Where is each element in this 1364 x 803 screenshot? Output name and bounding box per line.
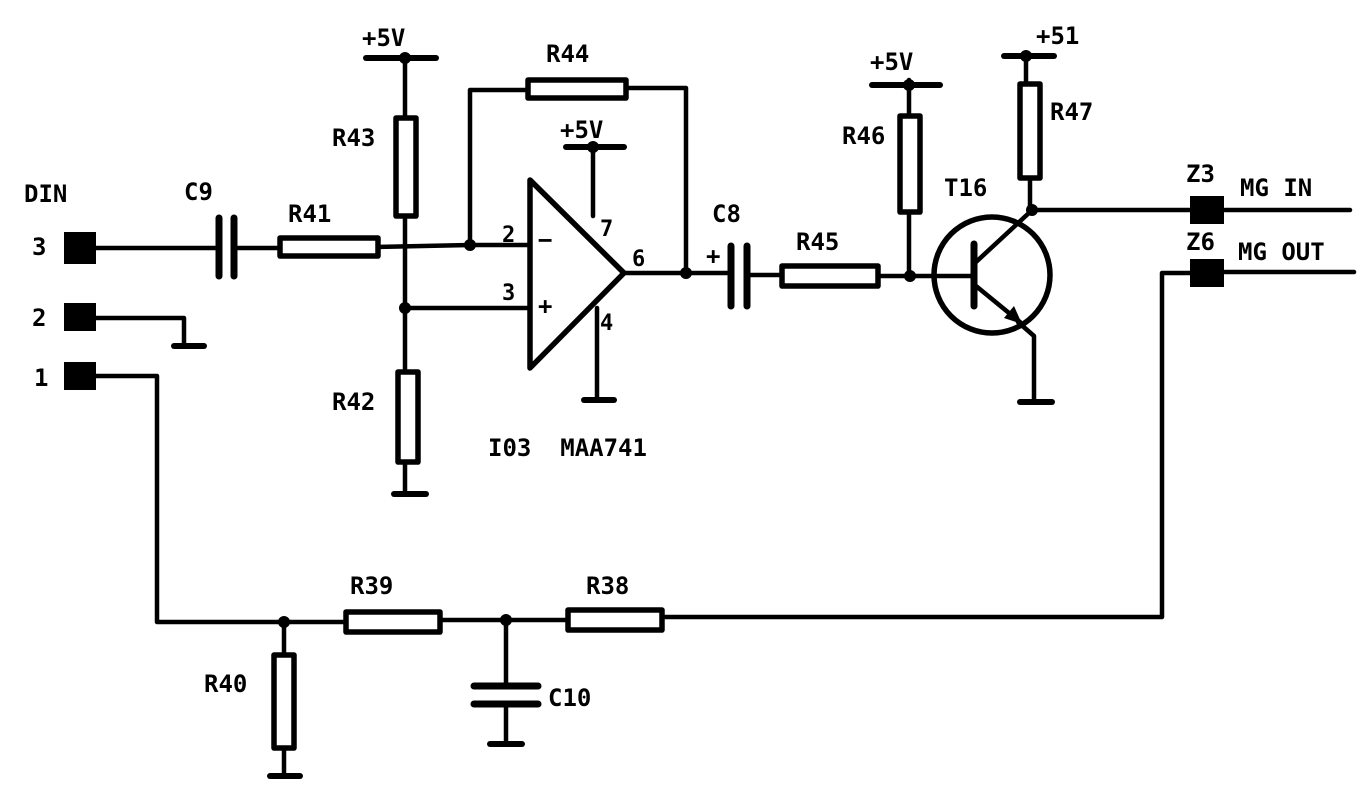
- resistor-bodies: [271, 77, 1043, 751]
- opamp-triangle: [527, 177, 627, 371]
- resistor-r39-body: [343, 609, 443, 635]
- opamp-plus-sign: +: [538, 292, 552, 320]
- junction-dot: [464, 239, 476, 251]
- mg-in-label: MG IN: [1240, 174, 1312, 202]
- opamp-pin-2: 2: [502, 223, 515, 248]
- din-pin-1-label: 1: [34, 364, 48, 392]
- resistor-r40-label: R40: [204, 670, 247, 698]
- resistor-r45-body: [779, 263, 881, 289]
- junction-dot: [500, 614, 512, 626]
- resistor-r41-label: R41: [288, 200, 331, 228]
- junctions: [278, 50, 1038, 628]
- transistor-envelope: [931, 214, 1053, 336]
- capacitor-c8-label: C8: [712, 200, 741, 228]
- supply-label-r46: +5V: [870, 48, 913, 76]
- junction-dot: [399, 302, 411, 314]
- capacitor-plates: [215, 214, 751, 708]
- transistor-t16: [931, 209, 1053, 336]
- resistor-r42-body: [395, 369, 421, 465]
- din-pin-3-pad: [64, 232, 96, 264]
- supply-rails: [363, 53, 1057, 150]
- din-pin-2-pad: [64, 303, 96, 331]
- din-pin-1-pad: [64, 362, 96, 390]
- transistor-label: T16: [944, 174, 987, 202]
- resistor-r40-body: [271, 652, 297, 751]
- junction-dot: [278, 616, 290, 628]
- opamp-pin-6: 6: [632, 247, 645, 272]
- z6-pad: [1190, 259, 1224, 287]
- supply-label-opamp: +5V: [560, 116, 603, 144]
- din-pin-2-label: 2: [32, 304, 46, 332]
- resistor-r42-label: R42: [332, 388, 375, 416]
- din-pin-3-label: 3: [32, 233, 46, 261]
- capacitor-c9-label: C9: [184, 178, 213, 206]
- ground-symbols: [171, 343, 1055, 779]
- z3-label: Z3: [1186, 160, 1215, 188]
- z6-label: Z6: [1186, 228, 1215, 256]
- opamp-pin-7: 7: [600, 217, 613, 242]
- opamp-part-label: I03 MAA741: [488, 434, 647, 462]
- capacitor-c10-label: C10: [548, 684, 591, 712]
- transistor-emitter-arrow: [1004, 306, 1022, 324]
- z3-pad: [1190, 196, 1224, 224]
- opamp-minus-sign: −: [538, 226, 552, 254]
- resistor-r43-body: [393, 115, 419, 219]
- resistor-r38-body: [565, 607, 665, 633]
- capacitor-c8-polarity: +: [706, 242, 720, 270]
- wires: [91, 53, 1357, 779]
- opamp-pin-3: 3: [502, 281, 515, 306]
- resistor-r43-label: R43: [332, 124, 375, 152]
- resistor-r41-body: [277, 235, 381, 259]
- transistor-collector-lead: [973, 209, 1033, 265]
- resistor-r46-body: [897, 113, 923, 215]
- din-connector-label: DIN: [24, 180, 67, 208]
- mg-out-label: MG OUT: [1238, 238, 1325, 266]
- resistor-r39-label: R39: [350, 572, 393, 600]
- connector-pads: [64, 196, 1224, 390]
- resistor-r44-label: R44: [546, 40, 589, 68]
- junction-dot: [904, 270, 916, 282]
- resistor-r46-label: R46: [842, 122, 885, 150]
- resistor-r47-label: R47: [1050, 98, 1093, 126]
- supply-label-r43: +5V: [362, 24, 405, 52]
- opamp-pin-4: 4: [600, 311, 613, 336]
- resistor-r47-body: [1017, 81, 1043, 181]
- resistor-r44-body: [525, 77, 629, 101]
- resistor-r45-label: R45: [796, 228, 839, 256]
- junction-dot: [680, 267, 692, 279]
- resistor-r38-label: R38: [586, 572, 629, 600]
- supply-label-r47: +51: [1036, 22, 1079, 50]
